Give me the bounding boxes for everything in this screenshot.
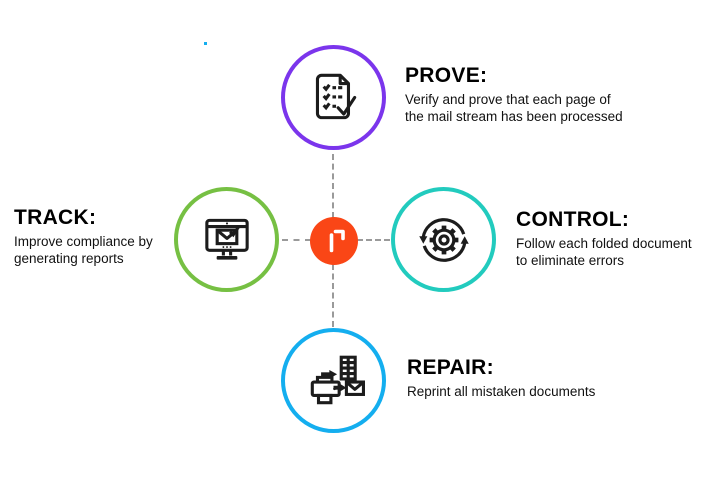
track-node-circle xyxy=(174,187,279,292)
checklist-document-icon xyxy=(315,73,356,119)
connector-top xyxy=(332,154,334,218)
monitor-mail-icon xyxy=(204,218,249,260)
track-title: TRACK: xyxy=(14,206,97,229)
printer-reprint-mail-icon xyxy=(310,355,365,404)
track-label-block: TRACK: Improve compliance by generating … xyxy=(14,206,153,267)
connector-right xyxy=(357,239,390,241)
control-node-circle xyxy=(391,187,496,292)
repair-label-block: REPAIR: Reprint all mistaken documents xyxy=(407,356,595,400)
prove-description: Verify and prove that each page of the m… xyxy=(405,92,623,124)
repair-title: REPAIR: xyxy=(407,356,494,379)
connector-bottom xyxy=(332,264,334,327)
repair-node-circle xyxy=(281,328,386,433)
brand-mark-icon xyxy=(329,229,345,253)
control-label-block: CONTROL: Follow each folded document to … xyxy=(516,208,692,269)
track-description: Improve compliance by generating reports xyxy=(14,234,153,266)
control-description: Follow each folded document to eliminate… xyxy=(516,236,692,268)
connector-left xyxy=(282,239,311,241)
gear-cycle-icon xyxy=(418,217,469,262)
stray-dot xyxy=(204,42,207,45)
prove-title: PROVE: xyxy=(405,64,488,87)
prove-label-block: PROVE: Verify and prove that each page o… xyxy=(405,64,623,125)
prove-node-circle xyxy=(281,45,386,150)
repair-description: Reprint all mistaken documents xyxy=(407,384,596,399)
control-title: CONTROL: xyxy=(516,208,630,231)
center-brand-badge xyxy=(310,217,358,265)
